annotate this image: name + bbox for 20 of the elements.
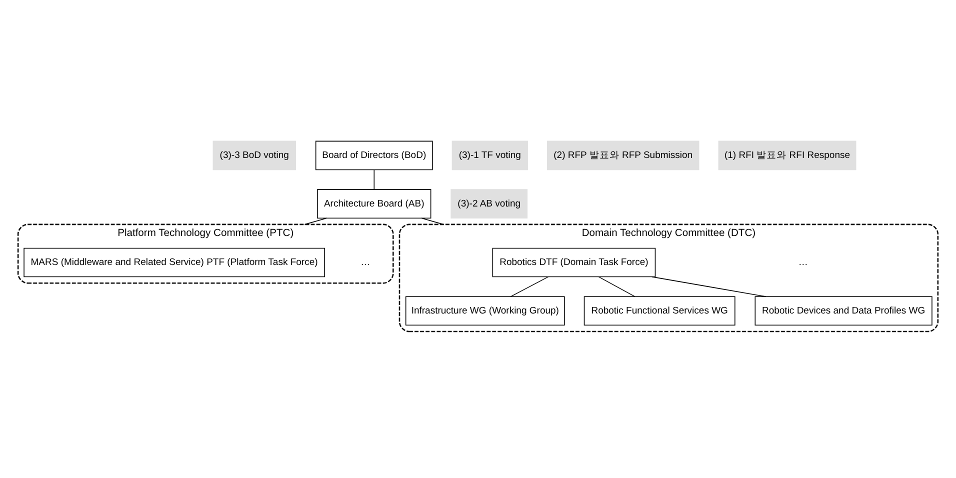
node-box: (3)-3 BoD voting — [212, 140, 296, 170]
node-box: Board of Directors (BoD) — [315, 140, 433, 170]
node-box: (3)-1 TF voting — [452, 140, 528, 170]
node-box: Robotic Functional Services WG — [584, 296, 736, 326]
connector — [421, 217, 444, 224]
node-box: Robotic Devices and Data Profiles WG — [754, 296, 932, 326]
label: … — [360, 256, 370, 268]
connector — [374, 168, 375, 190]
node-box: (2) RFP 발표와 RFP Submission — [546, 140, 700, 170]
connector — [510, 276, 549, 296]
connector — [652, 276, 766, 296]
node-box: Architecture Board (AB) — [317, 188, 432, 218]
label: … — [798, 256, 808, 268]
node-box: Robotics DTF (Domain Task Force) — [492, 247, 656, 277]
connector — [304, 217, 328, 224]
node-box: Infrastructure WG (Working Group) — [405, 296, 565, 326]
node-box: (1) RFI 발표와 RFI Response — [718, 140, 856, 170]
node-box: MARS (Middleware and Related Service) PTF (Platform Task Force) — [24, 247, 325, 277]
connector — [598, 276, 636, 296]
node-box: (3)-2 AB voting — [450, 188, 528, 218]
